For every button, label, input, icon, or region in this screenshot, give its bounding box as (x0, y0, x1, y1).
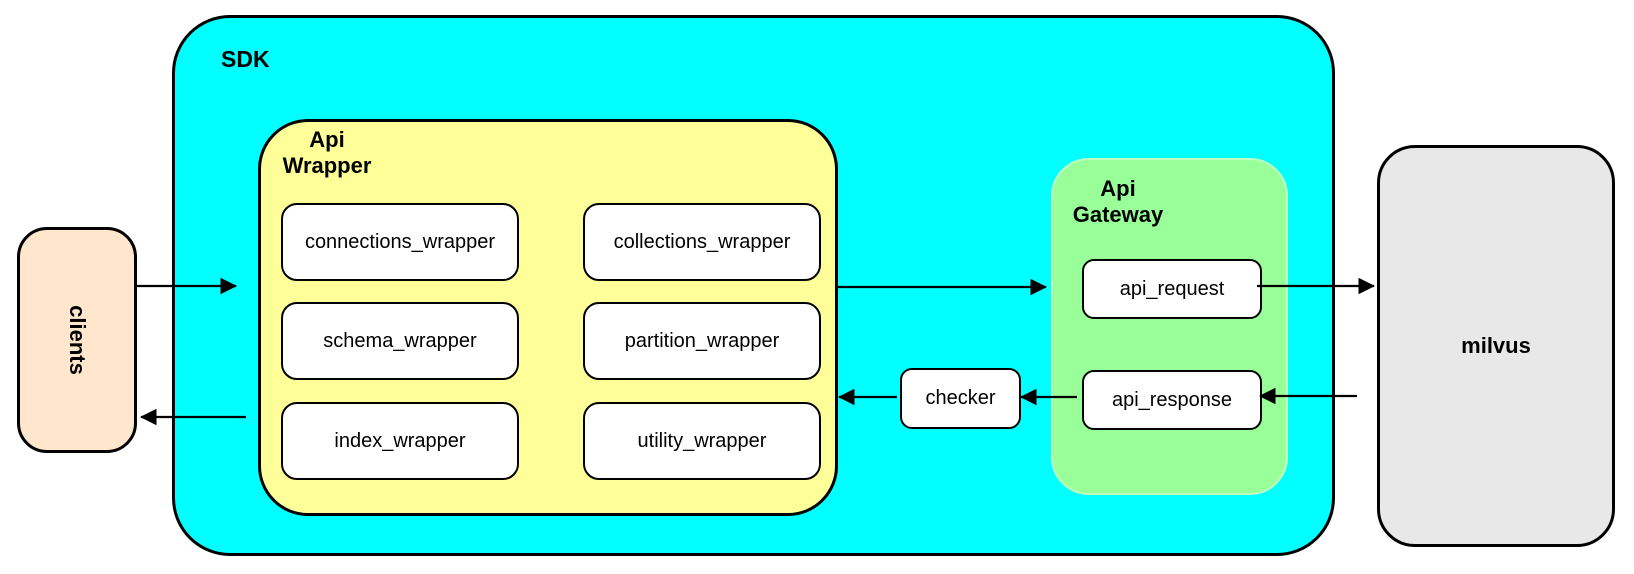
wrapper-box-schema: schema_wrapper (281, 302, 519, 380)
api-wrapper-label: Api Wrapper (277, 127, 377, 179)
clients-label: clients (64, 305, 90, 375)
api-wrapper-label-line1: Api (309, 127, 345, 152)
api-response-box: api_response (1082, 370, 1262, 430)
api-response-label: api_response (1111, 388, 1233, 411)
api-gateway-container: Api Gateway api_request api_response (1051, 158, 1288, 495)
wrapper-box-connections-label: connections_wrapper (304, 230, 496, 253)
wrapper-box-index: index_wrapper (281, 402, 519, 480)
api-gateway-label-line2: Gateway (1072, 202, 1164, 227)
api-gateway-label-line1: Api (1100, 176, 1136, 201)
clients-box: clients (17, 227, 137, 453)
wrapper-box-connections: connections_wrapper (281, 203, 519, 281)
api-gateway-label: Api Gateway (1061, 176, 1175, 228)
api-request-box: api_request (1082, 259, 1262, 319)
wrapper-box-collections-label: collections_wrapper (613, 230, 791, 253)
wrapper-box-partition: partition_wrapper (583, 302, 821, 380)
wrapper-box-schema-label: schema_wrapper (323, 329, 477, 352)
checker-box: checker (900, 368, 1021, 429)
wrapper-box-index-label: index_wrapper (334, 429, 466, 452)
sdk-label: SDK (221, 46, 270, 72)
checker-label: checker (925, 387, 996, 409)
milvus-label: milvus (1461, 333, 1531, 358)
api-request-label: api_request (1119, 277, 1225, 300)
api-wrapper-container: Api Wrapper connections_wrapper collecti… (258, 119, 838, 516)
wrapper-box-collections: collections_wrapper (583, 203, 821, 281)
wrapper-box-utility: utility_wrapper (583, 402, 821, 480)
milvus-box: milvus (1377, 145, 1615, 547)
sdk-container: SDK Api Wrapper connections_wrapper coll… (172, 15, 1335, 556)
wrapper-box-utility-label: utility_wrapper (637, 429, 767, 452)
wrapper-box-partition-label: partition_wrapper (624, 329, 780, 352)
api-wrapper-label-line2: Wrapper (282, 153, 372, 178)
